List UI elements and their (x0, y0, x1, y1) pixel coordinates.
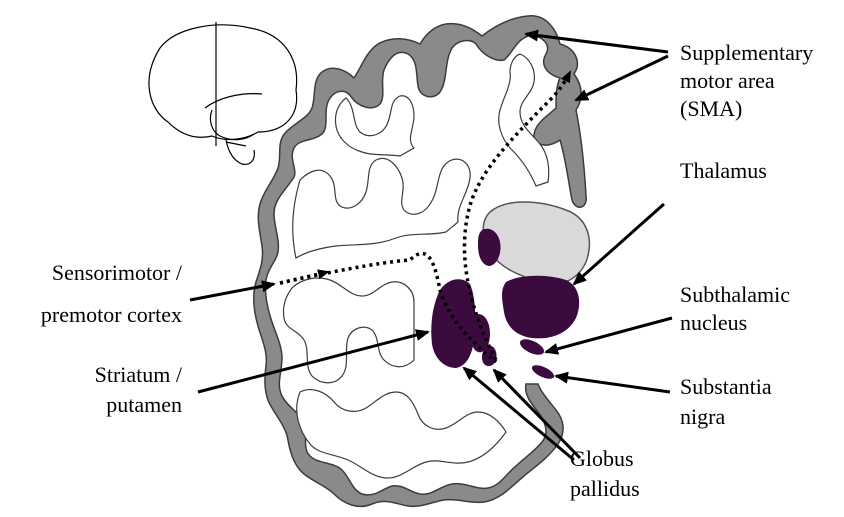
label-sma-line3: (SMA) (680, 96, 742, 121)
subthalamic-nucleus (518, 336, 547, 358)
arrow-sma-bottom (576, 56, 668, 100)
label-sma-line2: motor area (680, 68, 775, 93)
globus-pallidus (471, 314, 496, 366)
internal-capsule-dark (502, 276, 579, 339)
inset-brain-icon (149, 22, 297, 164)
label-globus-line2: pallidus (570, 476, 640, 501)
substantia-nigra (530, 362, 556, 381)
label-striatum-line1: Striatum / (95, 362, 183, 387)
label-sensorimotor-line1: Sensorimotor / (52, 260, 183, 285)
label-globus-line1: Globus (570, 446, 634, 471)
label-subthalamic-line2: nucleus (680, 310, 747, 335)
label-substantia-line2: nigra (680, 404, 725, 429)
label-striatum-line2: putamen (106, 392, 182, 417)
label-thalamus: Thalamus (680, 158, 767, 183)
label-substantia-line1: Substantia (680, 374, 772, 399)
label-sensorimotor-line2: premotor cortex (41, 302, 182, 327)
label-subthalamic-line1: Subthalamic (680, 282, 790, 307)
label-sma-line1: Supplementary (680, 40, 813, 65)
arrow-substantia (556, 376, 670, 392)
arrow-globus-2 (494, 370, 580, 458)
